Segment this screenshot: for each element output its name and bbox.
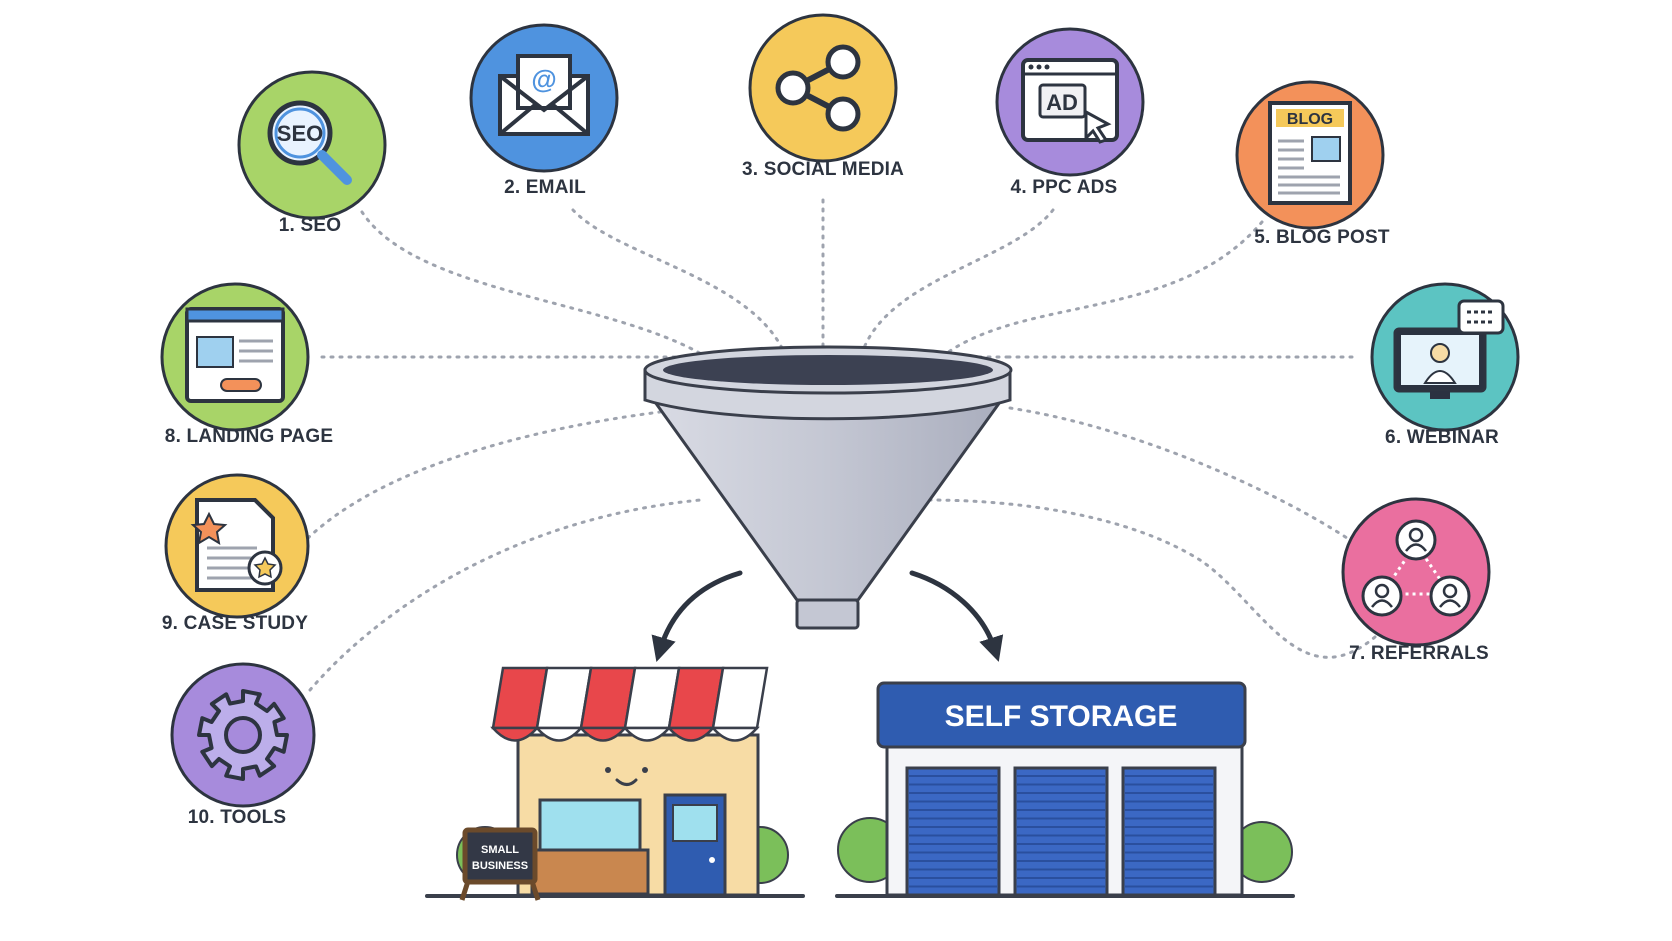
storage-door bbox=[1013, 766, 1109, 897]
self-storage-title: SELF STORAGE bbox=[945, 700, 1178, 733]
connector-email bbox=[571, 208, 792, 372]
channel-node-tools bbox=[170, 662, 316, 808]
connector-ppc-ads bbox=[856, 208, 1055, 372]
channel-node-email: @ bbox=[469, 23, 619, 173]
gear-icon bbox=[197, 689, 289, 781]
connector-referrals bbox=[928, 498, 1377, 659]
channel-node-ppc-ads: AD bbox=[995, 27, 1145, 177]
ad-browser-icon: AD bbox=[1021, 58, 1119, 144]
storage-building-icon: SELF STORAGE bbox=[835, 681, 1295, 898]
channel-node-case-study bbox=[164, 473, 310, 619]
referral-network-icon bbox=[1361, 519, 1471, 617]
channel-node-webinar bbox=[1370, 282, 1520, 432]
channel-label-webinar: 6. WEBINAR bbox=[1385, 427, 1499, 448]
webinar-monitor-icon bbox=[1393, 299, 1505, 399]
svg-text:SEO: SEO bbox=[277, 121, 323, 146]
channel-label-social-media: 3. SOCIAL MEDIA bbox=[741, 159, 905, 180]
storage-door bbox=[905, 766, 1001, 897]
sign-text-line2: BUSINESS bbox=[472, 860, 528, 872]
seo-magnifier-icon: SEO bbox=[267, 100, 352, 185]
connector-blog-post bbox=[923, 220, 1264, 374]
landing-page-icon bbox=[185, 307, 285, 403]
channel-label-email: 2. EMAIL bbox=[504, 177, 586, 198]
funnel-icon bbox=[643, 345, 1013, 630]
storefront-icon: SMALL BUSINESS bbox=[425, 666, 805, 901]
blog-document-icon: BLOG bbox=[1268, 101, 1352, 205]
svg-text:BLOG: BLOG bbox=[1287, 111, 1333, 128]
connector-tools bbox=[308, 498, 702, 692]
sign-text-line1: SMALL bbox=[481, 844, 519, 856]
arrow-to-small-business bbox=[651, 570, 743, 662]
connector-referrals-upper bbox=[1008, 406, 1352, 542]
self-storage-banner bbox=[876, 681, 1247, 749]
channel-label-referrals: 7. REFERRALS bbox=[1349, 643, 1489, 664]
connector-lines bbox=[306, 198, 1377, 692]
channel-label-ppc-ads: 4. PPC ADS bbox=[1010, 177, 1118, 198]
channel-label-case-study: 9. CASE STUDY bbox=[161, 613, 309, 634]
channel-circle bbox=[748, 13, 898, 163]
case-study-document-icon bbox=[190, 498, 283, 592]
channel-node-blog-post: BLOG bbox=[1235, 80, 1385, 230]
channel-label-seo: 1. SEO bbox=[278, 215, 342, 236]
channel-label-tools: 10. TOOLS bbox=[187, 807, 287, 828]
svg-text:AD: AD bbox=[1046, 90, 1078, 115]
email-envelope-icon: @ bbox=[498, 54, 590, 136]
awning bbox=[490, 666, 769, 742]
connector-case-study bbox=[306, 410, 662, 540]
channel-node-seo: SEO bbox=[237, 70, 387, 220]
svg-text:@: @ bbox=[531, 64, 556, 94]
channel-label-landing-page: 8. LANDING PAGE bbox=[164, 426, 334, 447]
channel-node-social-media bbox=[748, 13, 898, 163]
storage-door bbox=[1121, 766, 1217, 897]
arrow-to-self-storage bbox=[909, 570, 1004, 662]
small-business-sign: SMALL BUSINESS bbox=[459, 827, 541, 901]
connector-seo bbox=[360, 210, 727, 372]
channel-label-blog-post: 5. BLOG POST bbox=[1254, 227, 1390, 248]
channel-node-referrals bbox=[1341, 497, 1491, 647]
share-icon bbox=[775, 44, 861, 132]
channel-node-landing-page bbox=[160, 282, 310, 432]
